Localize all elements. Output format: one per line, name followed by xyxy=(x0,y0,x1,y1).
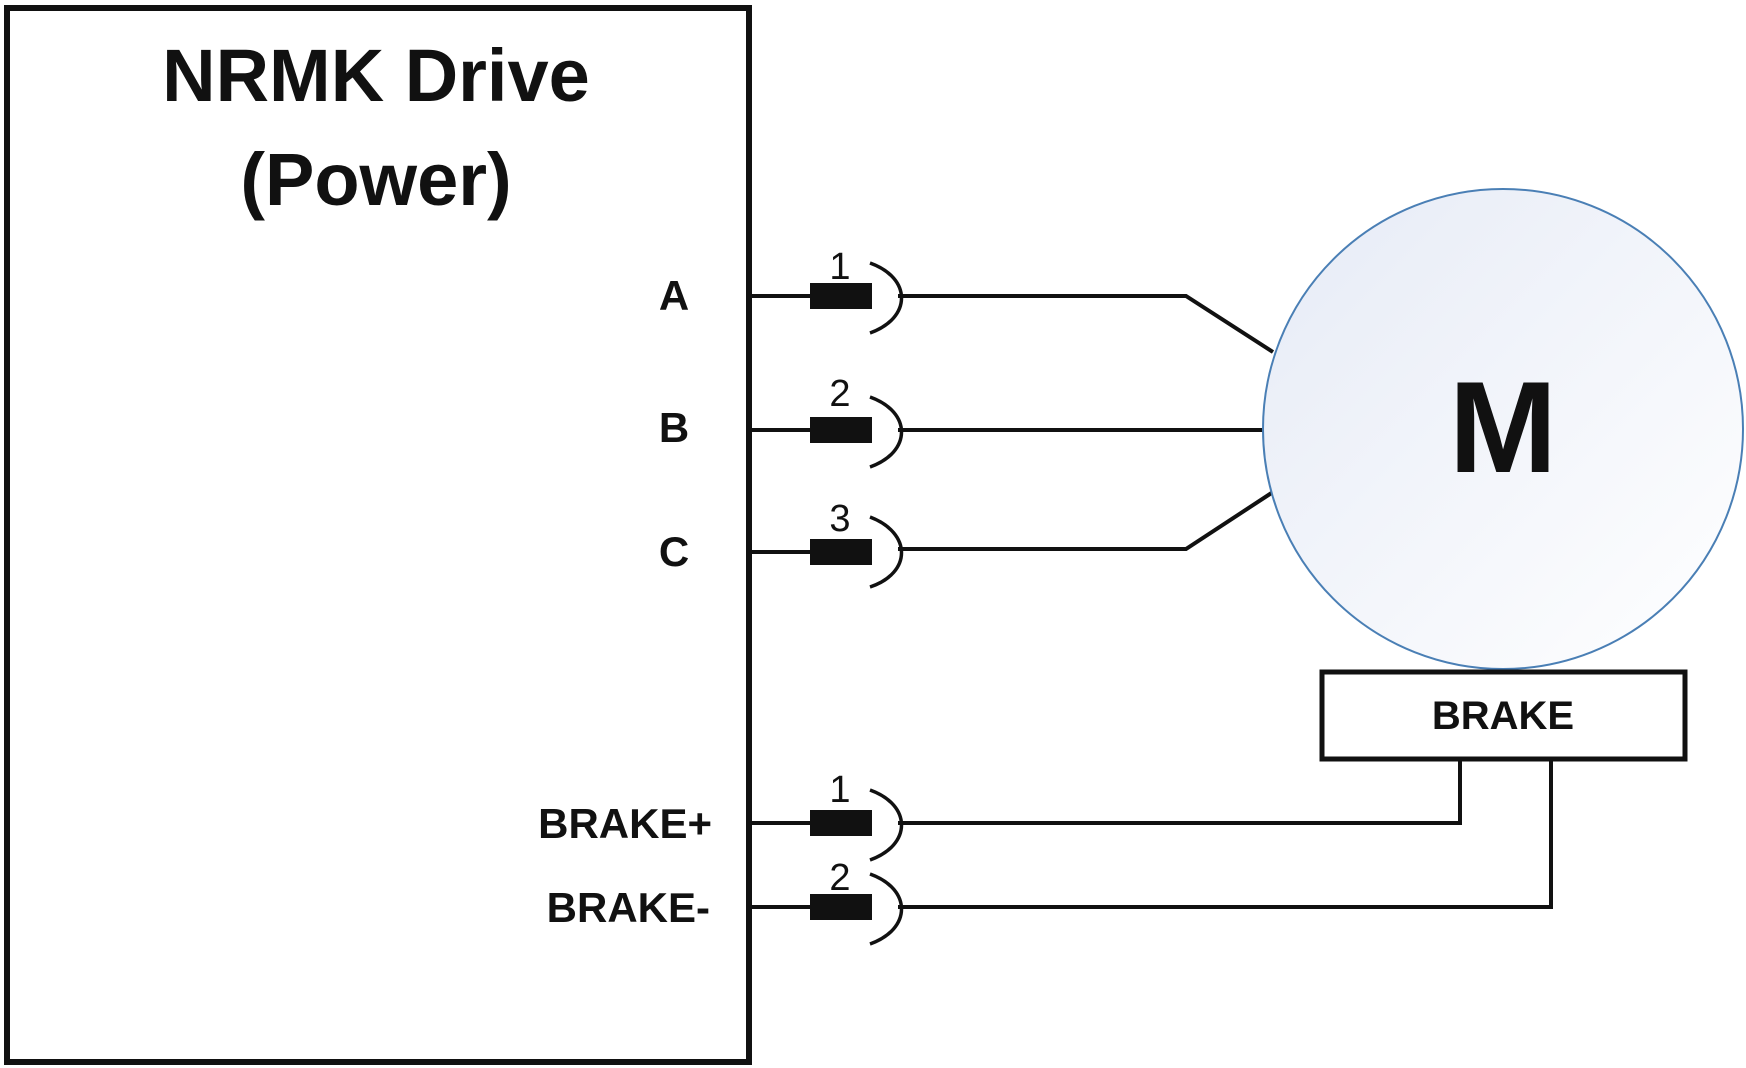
terminal-label-c: C xyxy=(659,528,689,575)
motor-circle xyxy=(1262,188,1744,670)
pin-number-brake-plus: 1 xyxy=(829,769,850,811)
connector-a: 1 xyxy=(749,246,904,335)
connector-brake-plus: 1 xyxy=(749,769,904,862)
connector-b: 2 xyxy=(749,373,904,469)
wire-brake-plus xyxy=(898,759,1462,825)
drive-title-line1: NRMK Drive xyxy=(162,34,590,117)
pin-number-b: 2 xyxy=(829,373,850,415)
pin-number-a: 1 xyxy=(829,246,850,288)
motor-label: M xyxy=(1449,354,1557,500)
terminal-label-a: A xyxy=(659,272,689,319)
terminal-label-b: B xyxy=(659,404,689,451)
drive-box xyxy=(4,5,752,1065)
pin-number-c: 3 xyxy=(829,498,850,540)
connector-c: 3 xyxy=(749,498,904,589)
wire-brake-minus xyxy=(898,759,1553,909)
terminal-label-brake-plus: BRAKE+ xyxy=(538,800,712,847)
brake-label: BRAKE xyxy=(1432,694,1574,738)
terminal-label-brake-minus: BRAKE- xyxy=(547,884,710,931)
connector-brake-minus: 2 xyxy=(749,857,904,946)
drive-title-line2: (Power) xyxy=(240,138,511,221)
pin-number-brake-minus: 2 xyxy=(829,857,850,899)
wire-c xyxy=(898,490,1275,551)
brake-box xyxy=(1319,669,1688,762)
wire-a xyxy=(898,294,1275,354)
